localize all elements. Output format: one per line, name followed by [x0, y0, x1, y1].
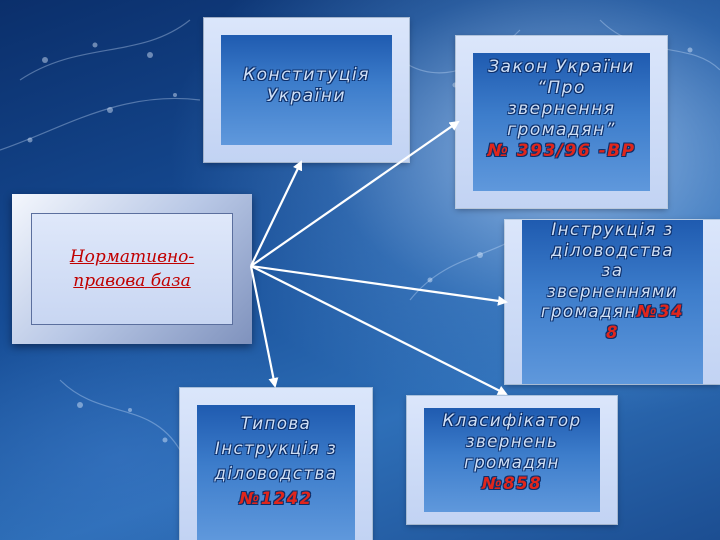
arrow-to-classifier — [250, 265, 508, 395]
typical-instruction-line-2: Інструкція з — [214, 439, 338, 458]
instruction-appeals-line-4: зверненнями — [546, 281, 679, 301]
constitution-box: Конституція України — [221, 35, 392, 145]
constitution-line-2: України — [266, 86, 347, 106]
constitution-line-1: Конституція — [243, 65, 370, 85]
classifier-line-2: звернень — [465, 432, 559, 451]
law-line-2: “Про — [537, 78, 586, 98]
instruction-appeals-number-tail: 8 — [606, 322, 619, 342]
constitution-label: Конституція України — [221, 65, 392, 107]
arrow-to-instruction-appeals — [250, 264, 508, 306]
law-number: № 393/96 -ВР — [487, 141, 636, 161]
instruction-appeals-line-1: Інструкція з — [551, 220, 674, 239]
classifier-line-3: громадян — [464, 453, 560, 472]
source-node-face: Нормативно- правова база — [31, 213, 233, 325]
law-label: Закон України “Про звернення громадян” №… — [473, 57, 650, 162]
typical-instruction-box: Типова Інструкція з діловодства №1242 — [197, 405, 355, 540]
typical-instruction-line-1: Типова — [240, 414, 312, 433]
instruction-appeals-line-3: за — [601, 261, 624, 280]
instruction-appeals-line-5: громадян№34 — [522, 302, 703, 323]
law-line-3: звернення — [507, 99, 616, 119]
source-line-1: Нормативно- — [69, 247, 195, 267]
classifier-line-1: Класифікатор — [442, 411, 582, 430]
source-line-2: правова база — [73, 271, 191, 291]
classifier-box: Класифікатор звернень громадян №858 — [424, 408, 600, 512]
law-box: Закон України “Про звернення громадян” №… — [473, 53, 650, 191]
instruction-appeals-line-2: діловодства — [551, 240, 674, 260]
arrow-to-law — [250, 120, 460, 267]
typical-instruction-label: Типова Інструкція з діловодства №1242 — [197, 411, 355, 511]
law-line-4: громадян” — [507, 120, 616, 140]
arrow-to-typical-instruction — [249, 265, 279, 388]
instruction-appeals-last-text: громадян — [540, 302, 637, 321]
classifier-frame: Класифікатор звернень громадян №858 — [407, 396, 617, 524]
law-frame: Закон України “Про звернення громадян” №… — [456, 36, 667, 208]
instruction-appeals-box: Інструкція з діловодства за зверненнями … — [522, 220, 703, 384]
typical-instruction-line-3: діловодства — [214, 464, 338, 483]
source-node: Нормативно- правова база — [12, 194, 252, 344]
arrow-to-constitution — [250, 160, 303, 267]
law-line-1: Закон України — [488, 57, 635, 77]
instruction-appeals-label: Інструкція з діловодства за зверненнями … — [522, 220, 703, 343]
source-node-title: Нормативно- правова база — [70, 245, 194, 293]
instruction-appeals-number: №34 — [636, 302, 685, 321]
constitution-frame: Конституція України — [204, 18, 409, 162]
typical-instruction-number: №1242 — [239, 489, 313, 508]
instruction-appeals-frame: Інструкція з діловодства за зверненнями … — [505, 220, 720, 384]
classifier-number: №858 — [481, 474, 543, 493]
typical-instruction-frame: Типова Інструкція з діловодства №1242 — [180, 388, 372, 540]
classifier-label: Класифікатор звернень громадян №858 — [424, 410, 600, 494]
